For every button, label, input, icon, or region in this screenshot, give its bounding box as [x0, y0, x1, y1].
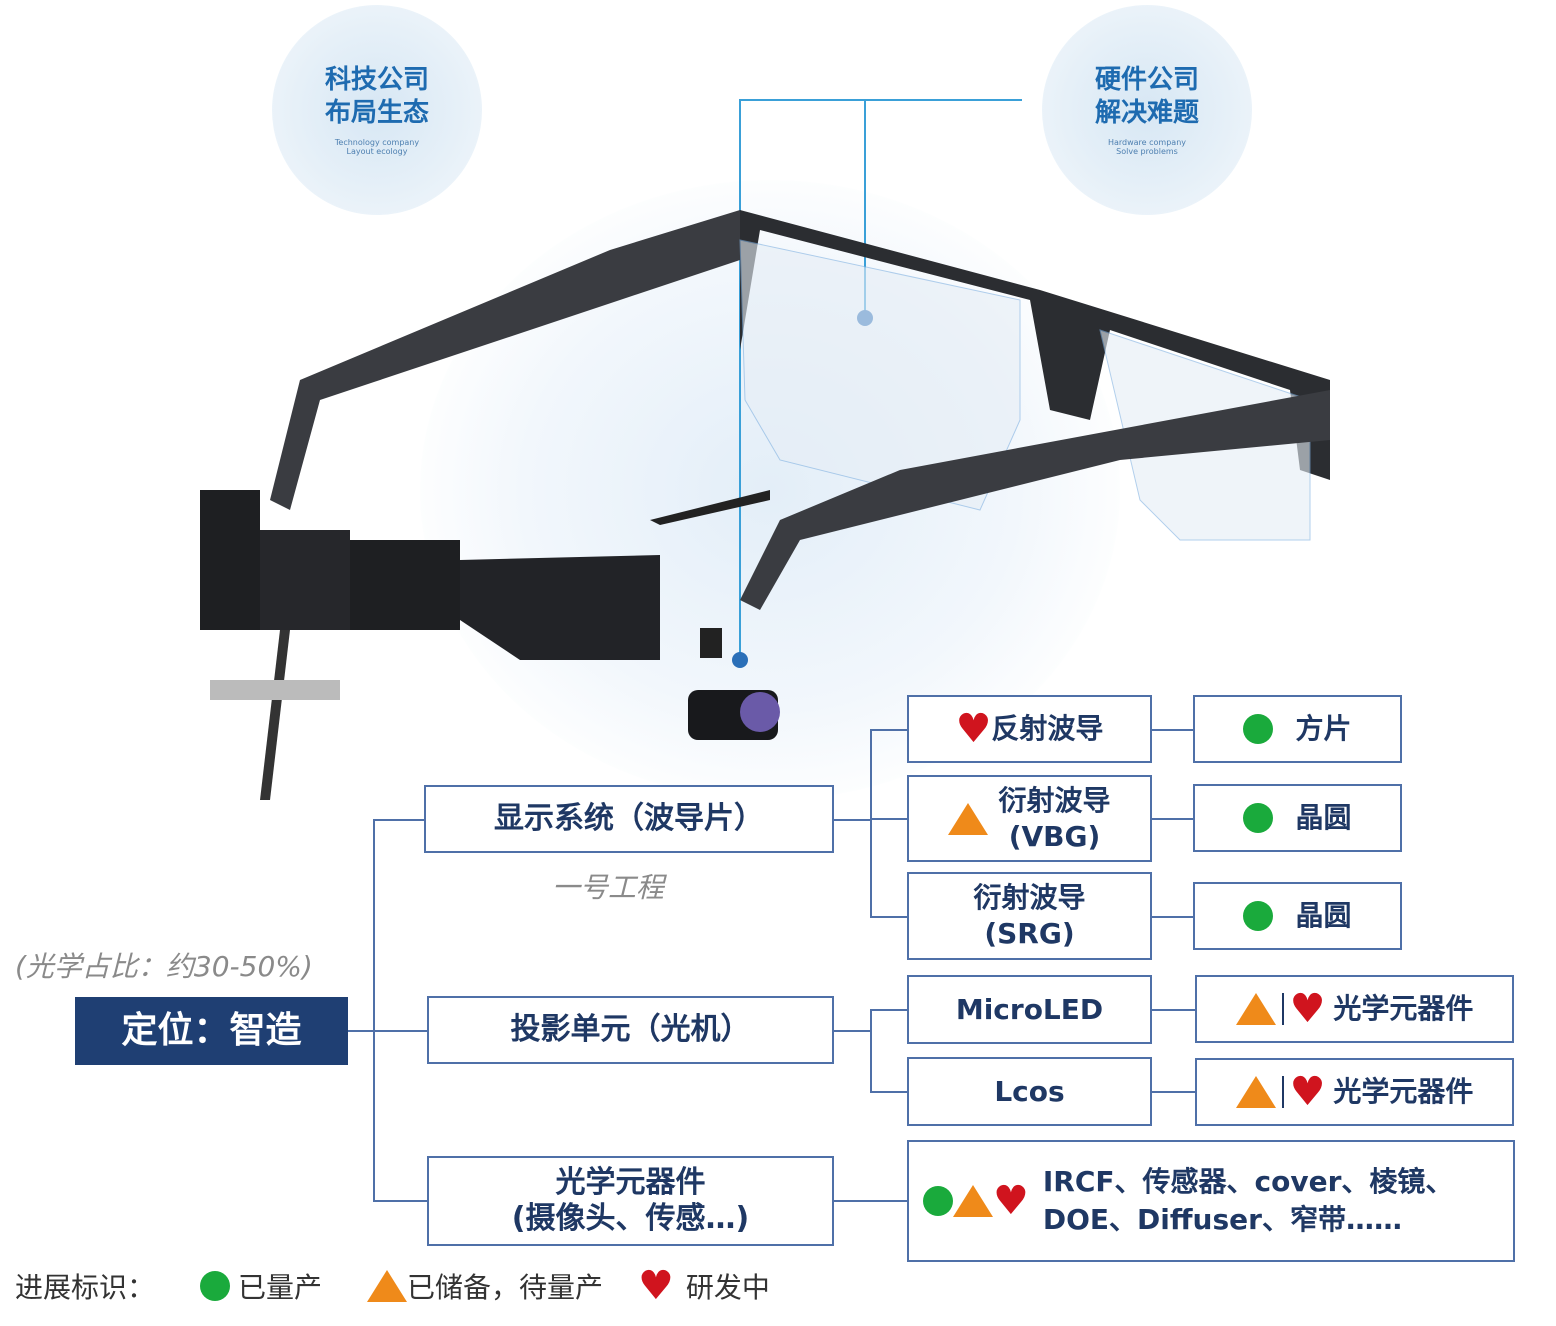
trunk-line — [373, 819, 375, 1202]
caption-project-one: 一号工程 — [552, 871, 665, 904]
connector — [373, 819, 425, 821]
connector — [834, 819, 870, 821]
bubble-title: 科技公司 — [324, 65, 429, 95]
optical-element-box: ♥光学元器件 — [1195, 1058, 1514, 1126]
projection-unit-box: 投影单元（光机） — [427, 996, 834, 1064]
bubble-subtitle: Solve problems — [1116, 147, 1178, 156]
circle-icon — [1243, 714, 1274, 744]
wafer-box: 晶圆 — [1193, 784, 1402, 852]
square-piece-box: 方片 — [1193, 695, 1402, 763]
heart-icon: ♥ — [638, 1263, 674, 1309]
triangle-icon — [948, 802, 989, 835]
connector — [834, 1030, 870, 1032]
bubble-title: 解决难题 — [1094, 98, 1199, 128]
separator — [1281, 1076, 1284, 1108]
connector — [1152, 729, 1193, 731]
optics-share-note: (光学占比：约30-50%) — [15, 950, 313, 983]
box-line: IRCF、传感器、cover、棱镜、 — [1042, 1165, 1454, 1198]
connector — [1152, 916, 1193, 918]
connector — [870, 818, 907, 820]
lcos-box: Lcos — [907, 1057, 1152, 1126]
legend: 进展标识： 已量产 已储备，待量产 ♥ 研发中 — [15, 1266, 770, 1306]
box-label: 晶圆 — [1295, 899, 1352, 932]
connector — [348, 1030, 427, 1032]
box-line: (VBG) — [1008, 819, 1101, 853]
box-line: (摄像头、传感…) — [511, 1201, 750, 1236]
circle-icon — [1243, 803, 1274, 833]
optical-element-box: ♥光学元器件 — [1195, 975, 1514, 1043]
circle-icon — [1243, 901, 1274, 931]
connector — [1152, 818, 1193, 820]
legend-title: 进展标识： — [15, 1271, 156, 1304]
connector — [834, 1200, 907, 1202]
heart-icon: ♥ — [1289, 986, 1326, 1032]
box-label: 光学元器件 — [1333, 992, 1474, 1025]
box-line: 衍射波导 — [973, 881, 1086, 914]
triangle-icon — [1235, 993, 1276, 1025]
bubble-subtitle: Layout ecology — [346, 147, 408, 156]
vbg-waveguide-box: 衍射波导(VBG) — [907, 775, 1152, 862]
srg-waveguide-box: 衍射波导(SRG) — [907, 872, 1152, 960]
circle-icon — [923, 1186, 953, 1216]
connector — [870, 1009, 907, 1011]
bubble-title: 硬件公司 — [1094, 65, 1199, 95]
heart-icon: ♥ — [1289, 1069, 1326, 1115]
ar-glasses-exploded-illustration — [200, 99, 1330, 800]
separator — [1281, 993, 1284, 1025]
connector — [870, 729, 907, 731]
connector — [1152, 1091, 1195, 1093]
box-line: 光学元器件 — [555, 1165, 706, 1200]
connector — [373, 1200, 427, 1202]
box-line: 衍射波导 — [998, 783, 1111, 817]
heart-icon: ♥ — [955, 706, 992, 752]
optical-components-list-box: ♥ IRCF、传感器、cover、棱镜、 DOE、Diffuser、窄带…… — [907, 1140, 1515, 1262]
box-label: 反射波导 — [991, 712, 1104, 745]
circle-icon — [200, 1271, 231, 1301]
bubble-subtitle: Hardware company — [1107, 138, 1187, 147]
box-label: 方片 — [1295, 712, 1352, 745]
connector — [870, 729, 872, 917]
bubble-title: 布局生态 — [324, 98, 429, 128]
microled-box: MicroLED — [907, 975, 1152, 1044]
triangle-icon — [367, 1270, 408, 1302]
display-system-box: 显示系统（波导片） — [424, 785, 834, 853]
bubble-subtitle: Technology company — [334, 138, 420, 147]
triangle-icon — [1235, 1076, 1276, 1108]
box-label: 光学元器件 — [1333, 1075, 1474, 1108]
root-positioning-box: 定位：智造 — [75, 997, 348, 1065]
connector — [870, 916, 907, 918]
connector — [870, 1009, 872, 1092]
box-line: DOE、Diffuser、窄带…… — [1042, 1203, 1402, 1236]
box-label: 晶圆 — [1295, 801, 1352, 834]
box-line: (SRG) — [984, 917, 1075, 950]
triangle-icon — [953, 1185, 993, 1217]
connector — [1152, 1009, 1195, 1011]
legend-label: 研发中 — [685, 1271, 770, 1304]
legend-label: 已储备，待量产 — [407, 1271, 604, 1304]
optical-components-box: 光学元器件(摄像头、传感…) — [427, 1156, 834, 1246]
wafer-box: 晶圆 — [1193, 882, 1402, 950]
reflective-waveguide-box: ♥反射波导 — [907, 695, 1152, 763]
connector — [870, 1091, 907, 1093]
heart-icon: ♥ — [993, 1178, 1029, 1224]
legend-label: 已量产 — [238, 1271, 323, 1304]
